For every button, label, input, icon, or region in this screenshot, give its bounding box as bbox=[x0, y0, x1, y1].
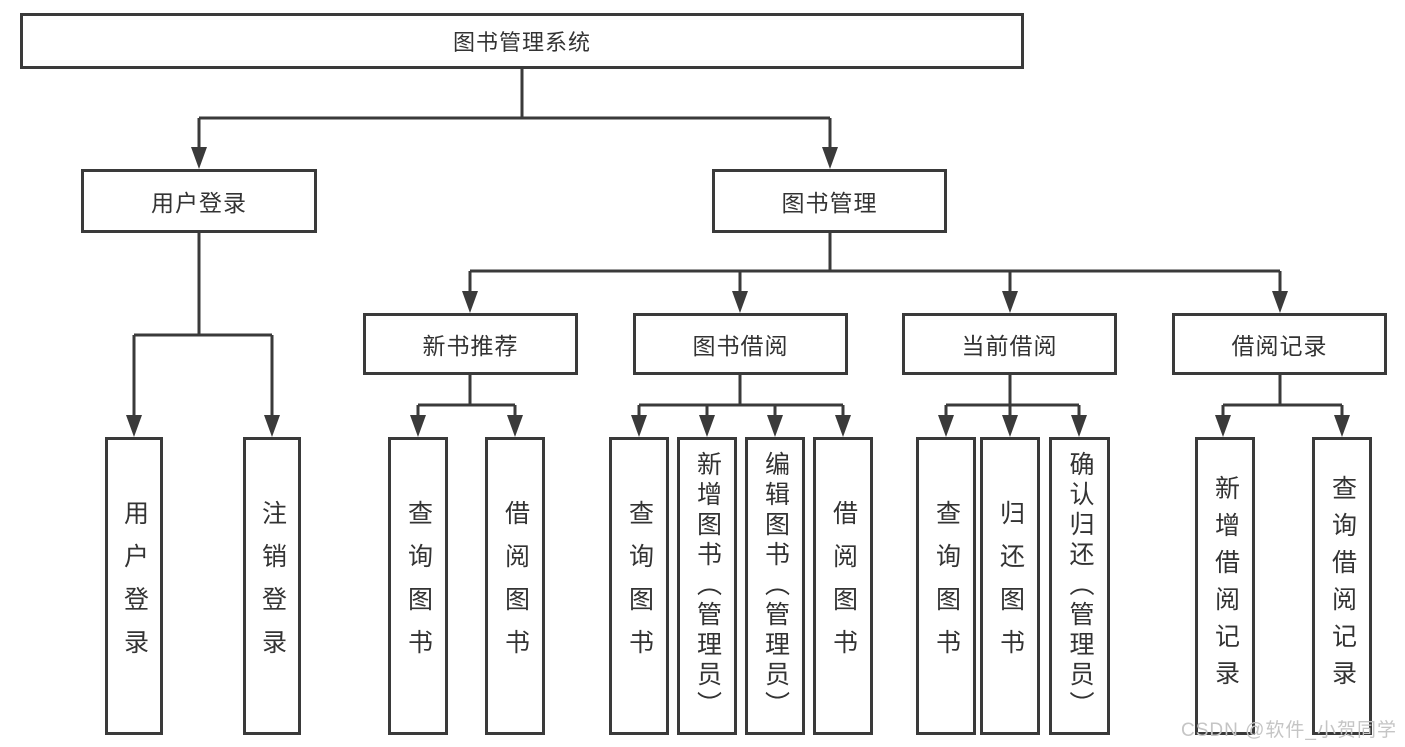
node-add-borrow-record: 新增借阅记录 bbox=[1195, 437, 1255, 735]
node-label: 查询图书 bbox=[625, 500, 654, 672]
tree-edges bbox=[132, 69, 1344, 420]
node-query-books-recommend: 查询图书 bbox=[388, 437, 448, 735]
node-label: 借阅图书 bbox=[501, 500, 530, 672]
node-label: 图书管理系统 bbox=[452, 30, 591, 55]
node-add-books-admin: 新增图书（管理员） bbox=[677, 437, 737, 735]
node-current-borrowing: 当前借阅 bbox=[902, 313, 1117, 375]
node-label: 查询图书 bbox=[404, 500, 433, 672]
node-book-borrowing: 图书借阅 bbox=[633, 313, 848, 375]
node-label: 借阅图书 bbox=[829, 500, 858, 672]
arrowheads bbox=[126, 147, 1350, 437]
node-new-book-recommend: 新书推荐 bbox=[363, 313, 578, 375]
node-label: 图书借阅 bbox=[692, 333, 789, 359]
node-query-books-current: 查询图书 bbox=[916, 437, 976, 735]
node-label: 用户登录 bbox=[151, 190, 247, 216]
node-confirm-return-admin: 确认归还（管理员） bbox=[1049, 437, 1110, 735]
node-label: 归还图书 bbox=[996, 500, 1025, 672]
node-label: 借阅记录 bbox=[1231, 333, 1328, 359]
node-borrow-books-recommend: 借阅图书 bbox=[485, 437, 545, 735]
watermark: CSDN @软件_小贺同学 bbox=[1181, 720, 1397, 741]
node-logout: 注销登录 bbox=[243, 437, 301, 735]
node-label: 查询借阅记录 bbox=[1328, 475, 1357, 697]
node-label: 编辑图书（管理员） bbox=[761, 451, 790, 721]
node-return-books: 归还图书 bbox=[980, 437, 1040, 735]
node-user-login-module: 用户登录 bbox=[81, 169, 317, 233]
node-library-system: 图书管理系统 bbox=[20, 13, 1024, 69]
node-borrow-books-borrowing: 借阅图书 bbox=[813, 437, 873, 735]
node-user-login: 用户登录 bbox=[105, 437, 163, 735]
node-query-books-borrowing: 查询图书 bbox=[609, 437, 669, 735]
node-book-management-module: 图书管理 bbox=[712, 169, 947, 233]
node-label: 图书管理 bbox=[781, 190, 878, 216]
node-label: 当前借阅 bbox=[961, 333, 1058, 359]
node-label: 新增借阅记录 bbox=[1211, 475, 1240, 697]
node-query-borrow-record: 查询借阅记录 bbox=[1312, 437, 1372, 735]
node-borrow-records: 借阅记录 bbox=[1172, 313, 1387, 375]
node-edit-books-admin: 编辑图书（管理员） bbox=[745, 437, 805, 735]
node-label: 注销登录 bbox=[258, 500, 287, 672]
node-label: 用户登录 bbox=[120, 500, 149, 672]
node-label: 新增图书（管理员） bbox=[693, 451, 722, 721]
node-label: 新书推荐 bbox=[422, 333, 519, 359]
node-label: 查询图书 bbox=[932, 500, 961, 672]
node-label: 确认归还（管理员） bbox=[1066, 451, 1094, 721]
